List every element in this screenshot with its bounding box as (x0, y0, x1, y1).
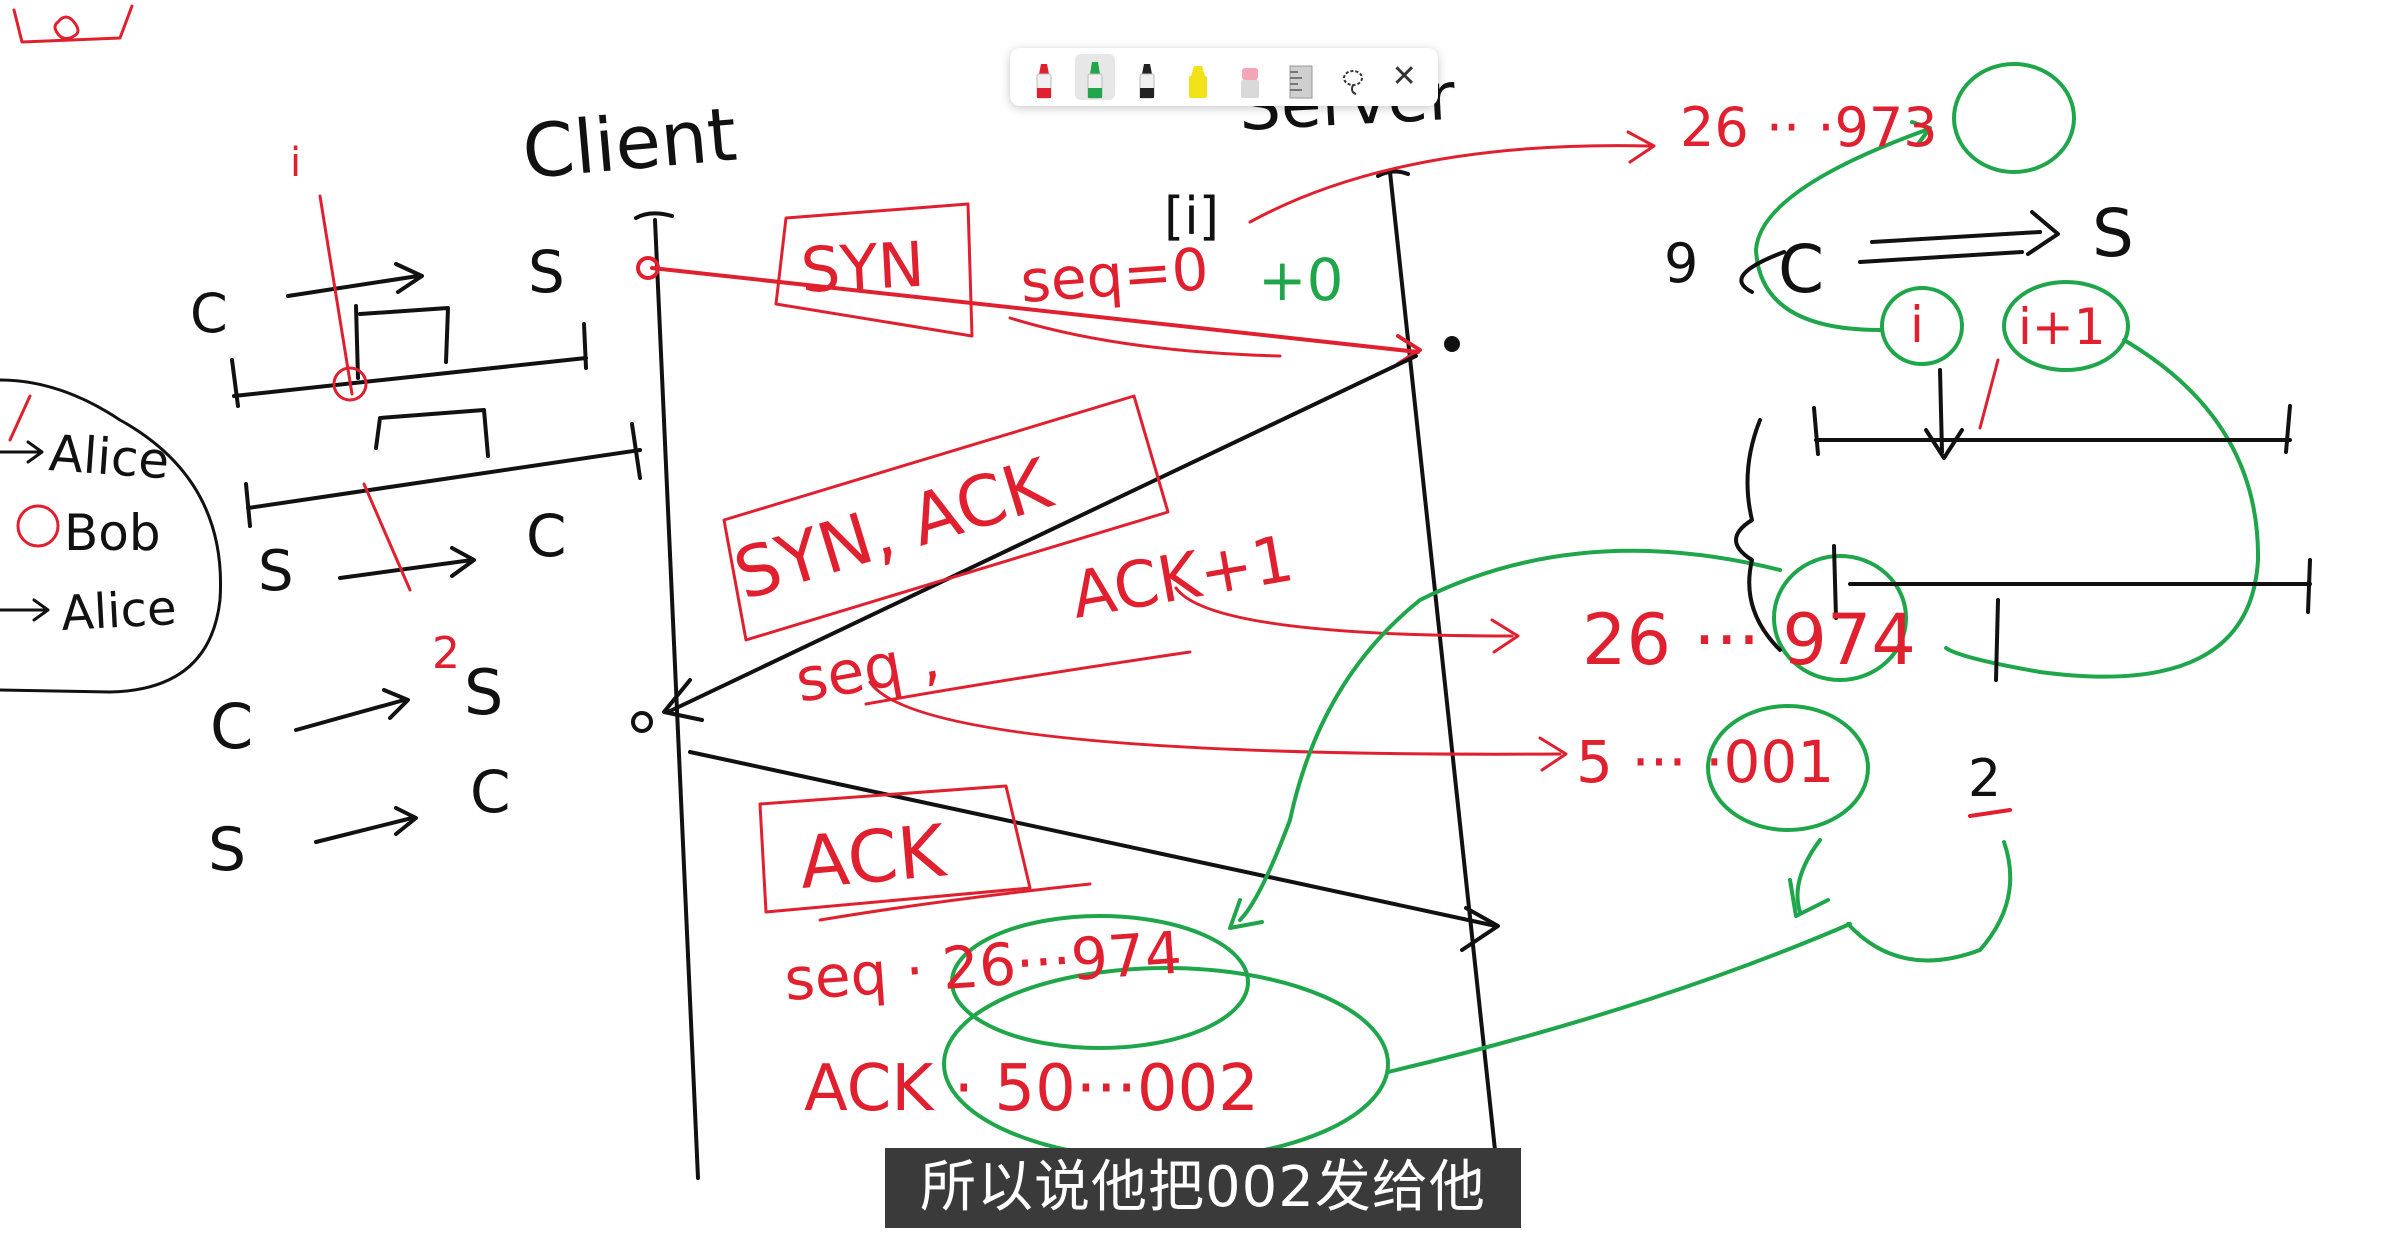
left-two-small: 2 (432, 628, 460, 679)
red-link-curves (868, 130, 1656, 772)
black-marker-icon (1139, 64, 1155, 99)
synack-box (722, 394, 1170, 642)
ack-arrow (688, 750, 1500, 952)
syn-seq-label: seq=0 (1018, 235, 1211, 316)
left-s2: S (258, 539, 294, 604)
left-i-small: i (290, 140, 301, 186)
video-subtitle: 所以说他把002发给他 (885, 1148, 1521, 1228)
lasso-tool[interactable] (1333, 54, 1373, 100)
server-index-label: [i] (1164, 187, 1219, 247)
syn-plus-zero: +0 (1258, 246, 1344, 314)
left-c2: C (526, 502, 567, 570)
pen-toolbar: ✕ (1010, 48, 1438, 106)
red-dash-two (1968, 808, 2012, 818)
yellow-highlighter-tool[interactable] (1178, 54, 1218, 100)
right-num-low: 5 ··· ·001 (1576, 728, 1834, 796)
left-s1: S (528, 238, 565, 306)
lasso-icon (1342, 70, 1363, 95)
syn-box (774, 202, 974, 338)
green-marker-tool[interactable] (1075, 54, 1116, 100)
alice-bob-arrows (0, 440, 50, 622)
red-marker-tool[interactable] (1024, 54, 1064, 100)
left-timelines (230, 262, 642, 844)
left-s4: S (208, 815, 246, 885)
right-c-label: C (1778, 231, 1824, 308)
alice-label-2: Alice (60, 580, 178, 642)
red-marker-icon (1036, 64, 1052, 99)
eraser-tool[interactable] (1230, 54, 1270, 100)
client-timeline (634, 211, 700, 1180)
red-tick-right (1978, 358, 2000, 430)
right-cs-diagram (1734, 210, 2312, 682)
ack-label: ACK (796, 808, 950, 905)
top-left-doodle (12, 4, 134, 44)
ruler-tool[interactable] (1281, 54, 1321, 100)
yellow-highlighter-icon (1189, 66, 1208, 98)
right-nine-label: 9 (1664, 232, 1698, 295)
left-s3: S (464, 656, 503, 729)
right-i-label: i (1910, 296, 1924, 354)
bob-label: Bob (64, 504, 161, 562)
ack-box (758, 784, 1032, 914)
client-label: Client (519, 92, 740, 196)
green-marker-icon (1087, 62, 1103, 99)
close-toolbar-button[interactable]: ✕ (1384, 54, 1424, 100)
right-s-label: S (2092, 195, 2134, 272)
left-red-marks (8, 194, 412, 592)
eraser-icon (1240, 68, 1259, 98)
ack-ack-value: ACK · 50···002 (804, 1052, 1259, 1126)
close-icon: ✕ (1391, 60, 1417, 93)
seq-underlines (818, 316, 1282, 922)
right-num-mid: 26 ··· 974 (1582, 599, 1916, 681)
right-i-plus-one-label: i+1 (2018, 298, 2106, 356)
right-num-top: 26 ·· ·973 (1680, 96, 1938, 159)
black-marker-tool[interactable] (1127, 54, 1167, 100)
seq-comma-label: seq , (790, 623, 944, 717)
ack-plus-one-label: ACK+1 (1066, 522, 1299, 634)
syn-label: SYN (799, 228, 926, 307)
server-syn-dot (1444, 336, 1460, 352)
ruler-icon (1289, 65, 1313, 99)
ack-seq-value: seq · 26···974 (782, 918, 1184, 1014)
top-watermark (1935, 0, 2405, 34)
left-c3: C (210, 690, 253, 763)
synack-arrow (631, 354, 1418, 733)
server-timeline (1376, 169, 1497, 1152)
right-two-label: 2 (1968, 749, 2001, 809)
left-c1: C (190, 282, 228, 345)
alice-bob-bubble (0, 378, 223, 694)
alice-label-1: Alice (47, 424, 171, 490)
left-c4: C (470, 758, 511, 826)
